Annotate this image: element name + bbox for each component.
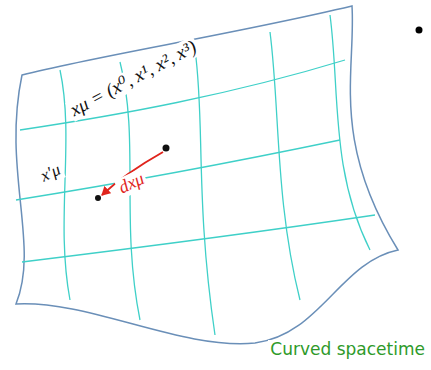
grid-lines xyxy=(16,15,375,335)
caption-label: Curved spacetime xyxy=(268,340,427,359)
point-dot xyxy=(163,145,170,152)
point-dot xyxy=(95,195,101,201)
sheet-outline xyxy=(16,6,398,344)
bullet-dot xyxy=(416,27,423,34)
